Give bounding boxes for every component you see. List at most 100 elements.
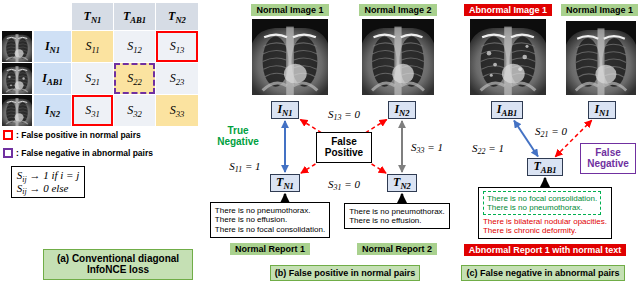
node-text: Sij → 0 else	[17, 182, 80, 195]
symbol-rest: → 0 else	[27, 182, 69, 194]
tag-label: Abnormal Report 1 with normal text	[464, 244, 627, 256]
subscript: 13	[334, 113, 342, 122]
subscript: AB1	[541, 165, 557, 175]
symbol-letter: T	[393, 175, 400, 189]
legend-swatch	[3, 130, 13, 140]
tag-label: Normal Report 1	[230, 243, 310, 255]
node-text: Normal Report 2	[362, 244, 432, 254]
edge-label: S31 = 0	[327, 178, 361, 190]
tag-label: Normal Image 1	[561, 4, 638, 16]
node-text: IN1	[277, 103, 292, 117]
subscript: AB1	[501, 108, 517, 118]
xray-image	[470, 19, 546, 95]
edge-label: S11 = 1	[228, 160, 261, 172]
node-text: Sij → 1 if i = j	[17, 169, 80, 182]
edge-label: S13 = 0	[327, 108, 361, 120]
xray-thumbnail	[2, 63, 32, 94]
table-cell: S11	[72, 31, 113, 62]
node-text: (c) False negative in abnormal pairs	[466, 268, 619, 278]
subscript: AB1	[47, 77, 63, 87]
symbol-rest: = 1	[424, 141, 442, 153]
label-text: IN2	[45, 103, 60, 118]
xray-image	[362, 19, 434, 95]
symbol-letter: S	[17, 182, 23, 194]
label-text: S12	[127, 39, 142, 54]
subscript: N1	[283, 181, 294, 191]
node-text: There is bilateral nodular opacities.	[483, 217, 607, 226]
edge-label: S22 = 1	[471, 142, 505, 154]
subscript: ij	[22, 175, 26, 184]
edge-label: S33 = 1	[410, 141, 444, 153]
symbol-letter: I	[42, 71, 47, 85]
symbol-letter: S	[170, 103, 176, 117]
subscript: ij	[22, 187, 26, 196]
legend-text: : False negative in abnormal pairs	[16, 148, 153, 158]
subscript: 23	[176, 77, 185, 87]
subscript: N1	[282, 108, 293, 118]
node-text: False Negative	[584, 147, 632, 170]
embedding-box: IN1	[271, 101, 298, 119]
embedding-box: TN1	[270, 174, 300, 192]
label-text: S33	[170, 103, 185, 118]
subscript: N2	[50, 109, 61, 119]
connector	[544, 178, 547, 185]
symbol-rest: = 1	[242, 160, 260, 172]
label-text: S11	[86, 39, 100, 54]
xray-thumbnail	[2, 95, 32, 126]
label-text: S31	[85, 103, 100, 118]
symbol-letter: S	[170, 71, 176, 85]
table-header-cell: TN2	[156, 3, 198, 30]
xray-thumbnail	[2, 31, 32, 62]
table-cell: S33	[156, 95, 198, 126]
normal-text-box: There is no focal consolidation.There is…	[483, 191, 601, 215]
subscript: AB1	[130, 15, 146, 25]
node-text: There is no pneumothorax.	[349, 207, 445, 216]
subscript: 22	[133, 77, 142, 87]
tag-label: Normal Image 2	[359, 4, 436, 16]
subscript: N2	[399, 108, 410, 118]
similarity-score: S13 = 0	[328, 108, 360, 120]
node-text: There is no focal consolidation.	[215, 225, 325, 234]
edge-label: S21 = 0	[534, 125, 568, 137]
connector	[284, 121, 286, 172]
table-header-cell: IAB1	[34, 63, 71, 94]
note-label: True Negative	[212, 125, 264, 148]
label-text: True Negative	[217, 125, 259, 148]
legend-text: : False positive in normal pairs	[16, 130, 141, 140]
node-text: There is chronic deformity.	[483, 226, 607, 235]
node-text: Abnormal Report 1 with normal text	[469, 245, 622, 255]
node-text: Normal Image 1	[566, 5, 633, 15]
symbol-letter: T	[533, 159, 540, 173]
embedding-box: TN2	[387, 174, 417, 192]
node-text: IN1	[594, 103, 609, 117]
symbol-rest: = 0	[341, 108, 359, 120]
legend-item: : False positive in normal pairs	[3, 130, 141, 140]
label-text: S32	[127, 103, 142, 118]
subscript: 12	[133, 45, 142, 55]
subscript: N2	[175, 15, 186, 25]
symbol-letter: S	[127, 39, 133, 53]
label-text: S21	[85, 71, 100, 86]
table-header-cell: TN1	[72, 3, 113, 30]
subscript: 33	[417, 146, 425, 155]
node-text: There is no pneumothorax.	[215, 206, 325, 215]
tag-label: Normal Image 1	[251, 4, 328, 16]
connector	[401, 194, 404, 201]
subscript: 22	[478, 147, 486, 156]
xray-image	[566, 21, 636, 95]
symbol-letter: T	[123, 9, 130, 23]
symbol-letter: I	[594, 102, 599, 116]
nodule-marks	[487, 45, 529, 77]
table-header-cell: TAB1	[114, 3, 155, 30]
legend-swatch	[3, 148, 13, 158]
subscript: 11	[92, 45, 100, 55]
symbol-letter: S	[411, 141, 417, 153]
tag-label: Abnormal Image 1	[464, 4, 552, 16]
symbol-rest: = 0	[341, 178, 359, 190]
node-text: (b) False positive in normal pairs	[275, 268, 416, 278]
subscript: 13	[176, 45, 185, 55]
subscript: N1	[91, 15, 102, 25]
subscript: N1	[599, 108, 610, 118]
symbol-letter: S	[127, 103, 133, 117]
table-cell: S32	[114, 95, 155, 126]
